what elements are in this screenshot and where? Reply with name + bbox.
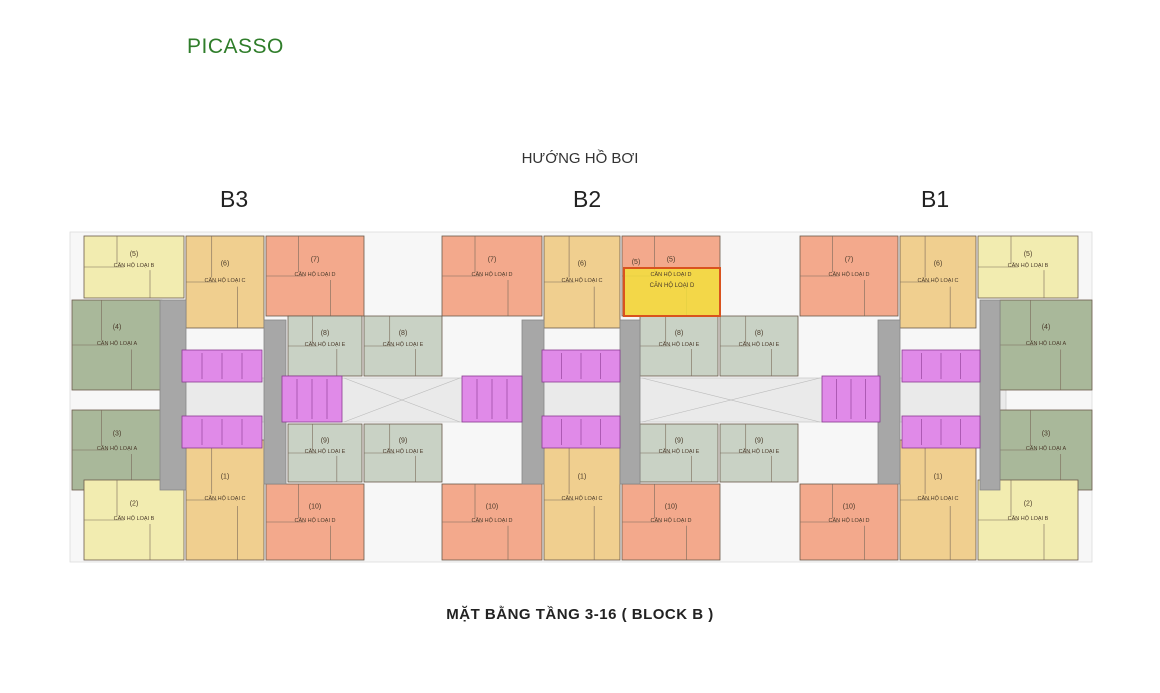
unit-b3-4-label: CĂN HỘ LOẠI A: [97, 340, 138, 347]
unit-e-top-0-number: (8): [321, 330, 330, 337]
unit-b3-6-number: (6): [221, 260, 230, 267]
unit-b2-7-label: CĂN HỘ LOẠI D: [472, 271, 513, 278]
block-label-b1: B1: [921, 186, 950, 212]
core-0: [159, 299, 187, 491]
unit-b1-4-label: CĂN HỘ LOẠI A: [1026, 340, 1067, 347]
pool-direction-label: HƯỚNG HỒ BƠI: [521, 150, 639, 167]
unit-b2-2-label: CĂN HỘ LOẠI D: [651, 517, 692, 524]
unit-b1-2-number: (2): [1024, 501, 1033, 508]
unit-e-bottom-0-number: (9): [321, 438, 330, 445]
unit-b3-5-number: (5): [130, 251, 139, 258]
unit-b1-10-number: (10): [843, 503, 855, 510]
unit-b3-3-number: (3): [113, 431, 122, 438]
unit-e-bottom-2-number: (9): [675, 438, 684, 445]
unit-b1-10-label: CĂN HỘ LOẠI D: [829, 517, 870, 524]
unit-e-top-1-label: CĂN HỘ LOẠI E: [383, 341, 424, 348]
unit-b2-5-label: CĂN HỘ LOẠI D: [651, 271, 692, 278]
unit-e-bottom-1-number: (9): [399, 438, 408, 445]
unit-b2-10-number: (10): [486, 503, 498, 510]
unit-e-top-3-number: (8): [755, 330, 764, 337]
unit-b1-3-label: CĂN HỘ LOẠI A: [1026, 445, 1067, 452]
void-cross-1: [641, 377, 821, 423]
block-label-b3: B3: [220, 186, 249, 212]
unit-b1-1-number: (1): [934, 473, 943, 480]
unit-b2-1-label: CĂN HỘ LOẠI C: [562, 495, 603, 502]
floor-plan-title: MẶT BẰNG TẦNG 3-16 ( BLOCK B ): [446, 606, 714, 623]
core-3: [619, 319, 641, 485]
unit-b3-3-label: CĂN HỘ LOẠI A: [97, 445, 138, 452]
unit-b2-1-number: (1): [578, 473, 587, 480]
unit-b2-6-label: CĂN HỘ LOẠI C: [562, 277, 603, 284]
unit-b3-10-number: (10): [309, 503, 321, 510]
unit-b2-6-number: (6): [578, 260, 587, 267]
brand-title: PICASSO: [187, 35, 284, 58]
unit-b1-6-number: (6): [934, 260, 943, 267]
unit-b1-4-number: (4): [1042, 324, 1051, 331]
unit-e-top-2-label: CĂN HỘ LOẠI E: [659, 341, 700, 348]
unit-e-top-2-number: (8): [675, 330, 684, 337]
unit-e-bottom-2-label: CĂN HỘ LOẠI E: [659, 448, 700, 455]
core-2: [521, 319, 545, 485]
unit-b1-5-label: CĂN HỘ LOẠI B: [1008, 262, 1049, 269]
unit-b1-7-number: (7): [845, 257, 854, 264]
core-5: [979, 299, 1001, 491]
highlight-unit-number: (5): [632, 259, 641, 266]
unit-b3-4-number: (4): [113, 324, 122, 331]
unit-e-bottom-1-label: CĂN HỘ LOẠI E: [383, 448, 424, 455]
unit-b3-2-number: (2): [130, 501, 139, 508]
unit-b1-5-number: (5): [1024, 251, 1033, 258]
unit-b1-7-label: CĂN HỘ LOẠI D: [829, 271, 870, 278]
unit-b3-5-label: CĂN HỘ LOẠI B: [114, 262, 155, 269]
unit-b3-1-number: (1): [221, 473, 230, 480]
unit-b2-5-number: (5): [667, 257, 676, 264]
unit-b3-10-label: CĂN HỘ LOẠI D: [295, 517, 336, 524]
unit-b1-1-label: CĂN HỘ LOẠI C: [918, 495, 959, 502]
unit-b1-3-number: (3): [1042, 431, 1051, 438]
unit-e-bottom-3-number: (9): [755, 438, 764, 445]
void-cross-0: [343, 377, 461, 423]
block-label-b2: B2: [573, 186, 602, 212]
unit-b3-6-label: CĂN HỘ LOẠI C: [205, 277, 246, 284]
core-4: [877, 319, 901, 485]
unit-e-top-3-label: CĂN HỘ LOẠI E: [739, 341, 780, 348]
unit-b3-7-number: (7): [311, 257, 320, 264]
unit-b2-7-number: (7): [488, 257, 497, 264]
unit-b1-6-label: CĂN HỘ LOẠI C: [918, 277, 959, 284]
unit-b3-7-label: CĂN HỘ LOẠI D: [295, 271, 336, 278]
unit-b2-10-label: CĂN HỘ LOẠI D: [472, 517, 513, 524]
unit-e-top-0-label: CĂN HỘ LOẠI E: [305, 341, 346, 348]
unit-b3-2-label: CĂN HỘ LOẠI B: [114, 515, 155, 522]
highlight-unit-overlay: [623, 267, 721, 317]
unit-b2-2-number: (10): [665, 503, 677, 510]
unit-e-bottom-0-label: CĂN HỘ LOẠI E: [305, 448, 346, 455]
unit-b1-2-label: CĂN HỘ LOẠI B: [1008, 515, 1049, 522]
unit-e-top-1-number: (8): [399, 330, 408, 337]
unit-b3-1-label: CĂN HỘ LOẠI C: [205, 495, 246, 502]
highlight-unit-label: CĂN HỘ LOẠI D: [650, 282, 695, 289]
unit-e-bottom-3-label: CĂN HỘ LOẠI E: [739, 448, 780, 455]
